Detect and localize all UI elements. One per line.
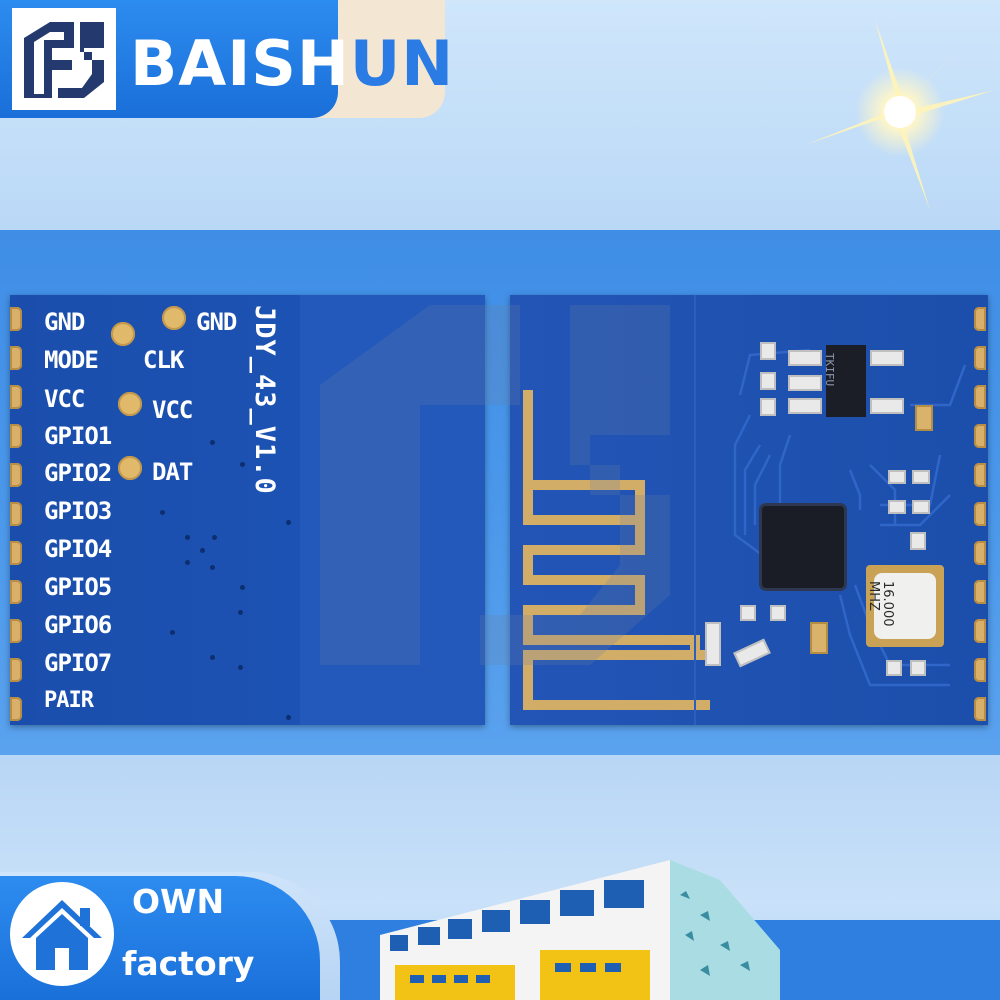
factory-building-icon — [380, 860, 780, 1000]
pin-label-gpio4: GPIO4 — [44, 535, 112, 563]
pin-label-pair: PAIR — [44, 688, 94, 713]
home-icon — [22, 900, 102, 970]
brand-name-tail: UN — [349, 27, 455, 100]
brand-name: BAISHUN — [130, 24, 454, 104]
crystal-frequency: 16.000 — [880, 581, 895, 627]
edge-pads-right — [974, 295, 988, 725]
sun-flare-icon — [805, 20, 995, 210]
pin-label-gpio3: GPIO3 — [44, 497, 112, 525]
pcb-antenna-traces — [523, 295, 967, 725]
inner-label-vcc: VCC — [152, 396, 193, 424]
brand-name-main: BAISH — [130, 27, 350, 100]
test-pad — [118, 456, 142, 480]
badge-line-factory: factory — [122, 944, 255, 983]
pin-label-gpio5: GPIO5 — [44, 573, 112, 601]
watermark-logo-icon — [320, 305, 670, 665]
test-pad — [162, 306, 186, 330]
home-badge — [10, 882, 114, 986]
shield-area — [300, 295, 485, 725]
rf-chip — [762, 506, 844, 588]
regulator-marking: TKIFU — [823, 353, 836, 387]
inner-label-dat: DAT — [152, 458, 193, 486]
pin-label-gnd: GND — [44, 308, 85, 336]
pin-label-mode: MODE — [44, 346, 99, 374]
brand-logo — [12, 8, 116, 110]
pin-label-gpio1: GPIO1 — [44, 422, 112, 450]
pin-label-gpio2: GPIO2 — [44, 459, 112, 487]
edge-pads — [10, 295, 24, 725]
test-pad — [118, 392, 142, 416]
badge-line-own: OWN — [132, 882, 225, 921]
test-pad — [111, 322, 135, 346]
pin-label-gpio7: GPIO7 — [44, 649, 112, 677]
model-number: JDY_43_V1.0 — [249, 305, 280, 495]
crystal-unit: MHZ — [866, 581, 881, 611]
bs-logo-icon — [12, 8, 116, 110]
pcb-front — [10, 295, 485, 725]
inner-label-clk: CLK — [143, 346, 184, 374]
voltage-regulator-chip: TKIFU — [823, 345, 866, 417]
inner-label-gnd: GND — [196, 308, 237, 336]
pin-label-vcc: VCC — [44, 385, 85, 413]
pin-label-gpio6: GPIO6 — [44, 611, 112, 639]
